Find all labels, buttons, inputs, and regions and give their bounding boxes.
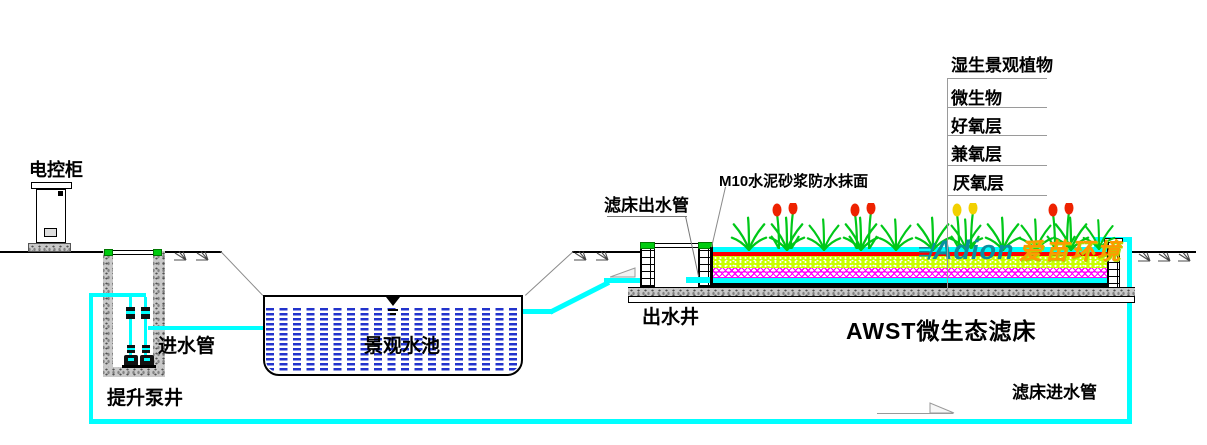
mortar-leader-line bbox=[711, 186, 726, 248]
grass-icon bbox=[878, 213, 914, 251]
compaction-mark-icon bbox=[1136, 252, 1152, 262]
pump-manifold-pipe bbox=[89, 293, 146, 297]
filter-outlet-pipe-stub bbox=[686, 277, 714, 283]
cabinet-indicator bbox=[58, 191, 63, 196]
bed-microbe-layer bbox=[713, 252, 1107, 256]
pump-riser-pipe bbox=[129, 297, 132, 357]
outlet-well-cap bbox=[640, 242, 655, 249]
pump-well-floor bbox=[103, 367, 165, 377]
cabinet-handle bbox=[44, 228, 57, 237]
label-landscape-pool: 景观水池 bbox=[364, 336, 441, 357]
pump-base bbox=[138, 365, 156, 368]
return-pipe-horizontal bbox=[523, 309, 553, 314]
outlet-well-cover bbox=[655, 243, 698, 248]
pump-well-right-wall bbox=[153, 251, 165, 377]
bed-base-slab bbox=[628, 296, 1135, 303]
grass-icon bbox=[730, 211, 768, 251]
inlet-pipe bbox=[148, 326, 268, 330]
submersible-pump bbox=[140, 355, 154, 366]
bed-drain-layer bbox=[713, 278, 1107, 283]
label-inlet-pipe: 进水管 bbox=[158, 336, 216, 357]
check-valve-icon bbox=[141, 307, 150, 319]
tulip-icon bbox=[770, 203, 800, 249]
outlet-well-right-wall bbox=[698, 242, 713, 287]
ground-line bbox=[572, 251, 641, 253]
ground-line bbox=[163, 251, 222, 253]
outlet-pipe-leader-underline bbox=[607, 216, 687, 217]
label-filter-outlet-pipe: 滤床出水管 bbox=[604, 196, 689, 215]
return-pipe-horizontal bbox=[604, 278, 642, 283]
control-cabinet-body bbox=[36, 189, 66, 243]
bed-surface-water bbox=[713, 247, 1107, 252]
outlet-well-cap bbox=[698, 242, 713, 249]
pump-base bbox=[122, 365, 140, 368]
excavation-slope-line bbox=[220, 251, 264, 296]
pump-well-cover bbox=[112, 250, 154, 255]
compaction-mark-icon bbox=[172, 251, 188, 261]
ground-line bbox=[0, 251, 105, 253]
compaction-mark-icon bbox=[572, 251, 588, 261]
label-mortar: M10水泥砂浆防水抹面 bbox=[719, 173, 869, 190]
watermark: ≡/Adion 爱苗环境 bbox=[918, 232, 1123, 266]
control-cabinet-cap bbox=[31, 182, 72, 189]
legend-line bbox=[947, 107, 1047, 108]
watermark-cjk: 爱苗环境 bbox=[1018, 238, 1123, 264]
legend-line bbox=[947, 78, 1047, 79]
legend-title: 湿生景观植物 bbox=[951, 56, 1053, 75]
pump-well-left-wall bbox=[103, 251, 113, 377]
label-lift-pump-well: 提升泵井 bbox=[107, 388, 184, 409]
legend-line bbox=[947, 165, 1047, 166]
watermark-brand: Adion bbox=[932, 235, 1015, 265]
pool-water bbox=[266, 308, 520, 372]
flow-arrow-icon bbox=[929, 402, 955, 414]
submersible-pump bbox=[124, 355, 138, 366]
legend-leader-vertical bbox=[947, 78, 948, 292]
control-cabinet-base bbox=[28, 243, 71, 252]
flow-arrow-baseline bbox=[877, 413, 953, 414]
legend-item-aerobic: 好氧层 bbox=[951, 117, 1002, 136]
check-valve-icon bbox=[126, 307, 135, 319]
excavation-slope-line bbox=[525, 251, 574, 296]
compaction-mark-icon bbox=[1176, 252, 1192, 262]
bed-facultative-layer bbox=[713, 268, 1107, 278]
filter-inlet-pipe-riser bbox=[1127, 237, 1132, 423]
filter-inlet-pipe-standpipe bbox=[89, 296, 93, 423]
label-control-cabinet: 电控柜 bbox=[29, 160, 83, 180]
compaction-mark-icon bbox=[194, 251, 210, 261]
watermark-hatch-icon: ≡/ bbox=[918, 239, 934, 264]
pump-riser-pipe bbox=[144, 297, 147, 357]
compaction-mark-icon bbox=[594, 251, 610, 261]
legend-line bbox=[947, 195, 1047, 196]
bed-footing bbox=[628, 287, 1135, 296]
water-level-line bbox=[390, 313, 396, 315]
legend-item-anaerobic: 厌氧层 bbox=[953, 174, 1004, 193]
legend-item-facultative: 兼氧层 bbox=[951, 145, 1002, 164]
ground-line bbox=[1132, 251, 1196, 253]
return-pipe-slope bbox=[549, 280, 611, 315]
bed-aerobic-layer bbox=[713, 256, 1107, 268]
pump-well-cap bbox=[104, 249, 113, 256]
filter-inlet-pipe-bottom-run bbox=[89, 419, 1132, 424]
tulip-icon bbox=[848, 203, 878, 249]
label-bed-title: AWST微生态滤床 bbox=[846, 318, 1037, 344]
compaction-mark-icon bbox=[1156, 252, 1172, 262]
legend-item-microbes: 微生物 bbox=[951, 89, 1002, 108]
water-level-icon bbox=[386, 297, 400, 306]
bed-left-edge bbox=[710, 247, 713, 288]
label-outlet-well: 出水井 bbox=[642, 307, 700, 328]
legend-line bbox=[947, 135, 1047, 136]
bed-liner bbox=[710, 283, 1110, 288]
pump-well-cap bbox=[153, 249, 162, 256]
grass-icon bbox=[806, 213, 842, 251]
pipe-union-icon bbox=[127, 345, 135, 353]
label-filter-inlet-pipe: 滤床进水管 bbox=[1012, 383, 1097, 402]
water-level-line bbox=[388, 309, 398, 311]
pipe-union-icon bbox=[142, 345, 150, 353]
slope-indicator-icon bbox=[610, 267, 636, 278]
